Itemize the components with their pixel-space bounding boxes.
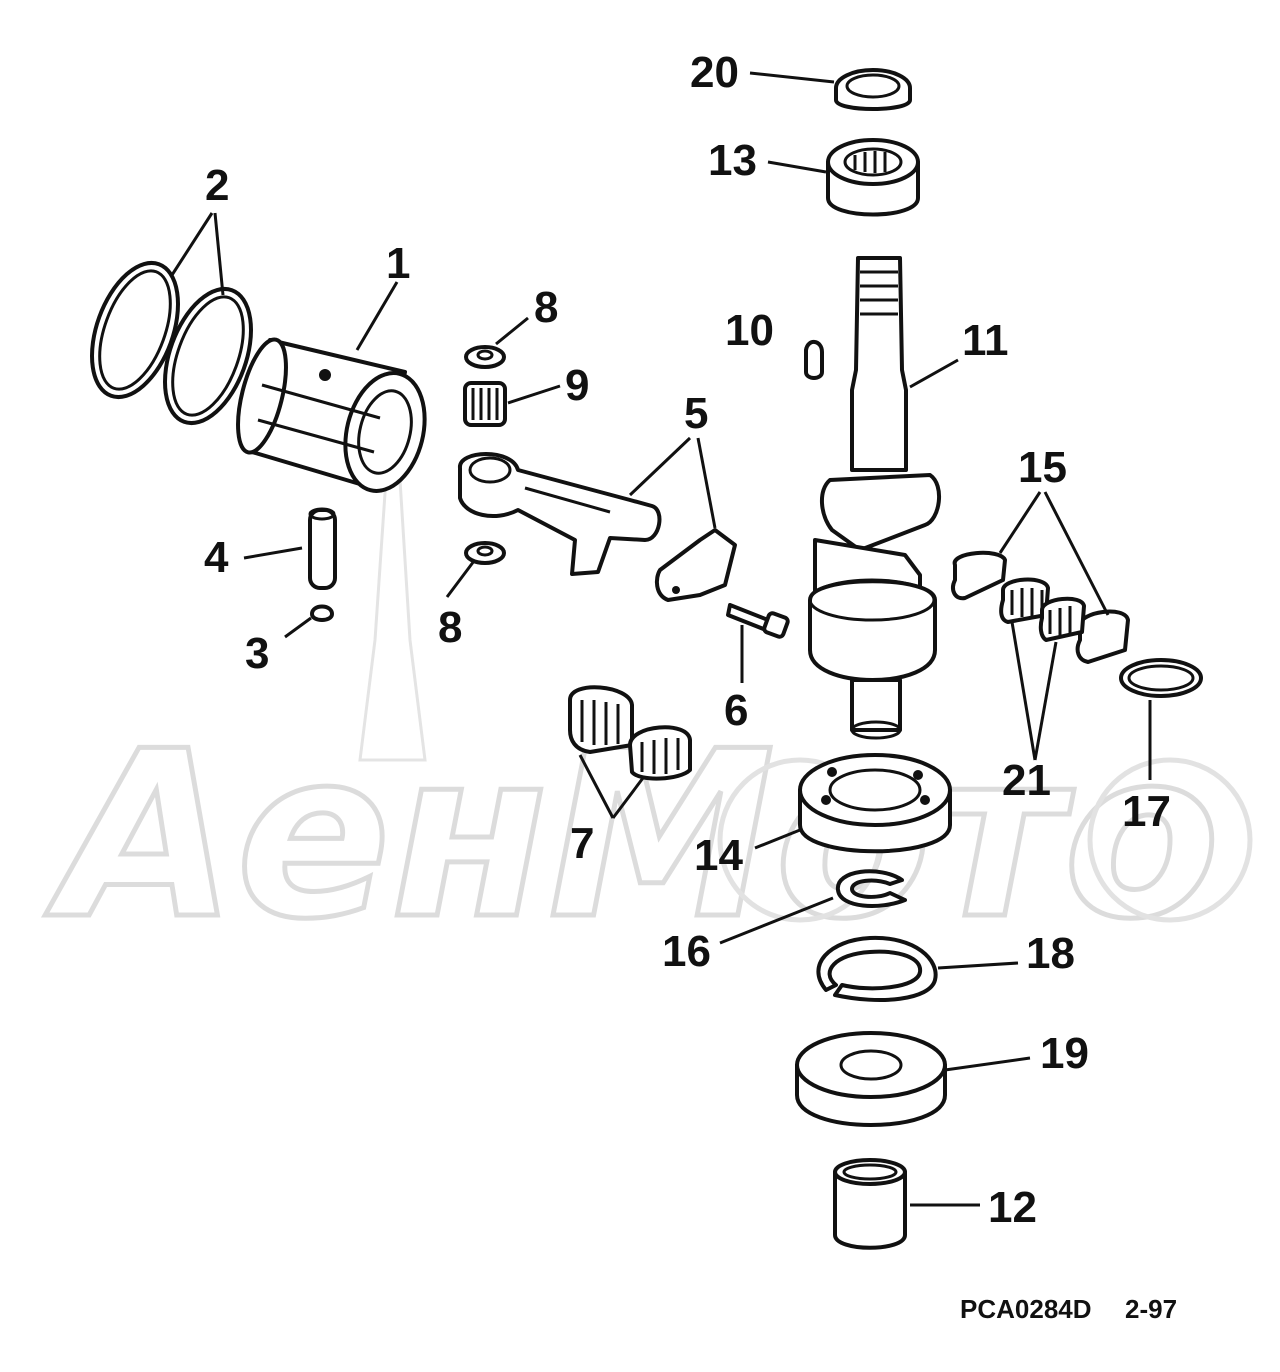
upper-roller-bearing bbox=[826, 138, 920, 217]
callout-8-lower: 8 bbox=[438, 603, 462, 652]
retaining-ring-main bbox=[1119, 658, 1203, 698]
watermark-wheel-right bbox=[1087, 757, 1253, 923]
callout-2: 2 bbox=[205, 161, 229, 210]
callout-4: 4 bbox=[204, 533, 229, 582]
callout-6: 6 bbox=[724, 686, 748, 735]
callout-18: 18 bbox=[1026, 929, 1075, 978]
callout-16: 16 bbox=[662, 927, 711, 976]
crankshaft bbox=[808, 256, 942, 740]
callout-9: 9 bbox=[565, 361, 589, 410]
callout-8-upper: 8 bbox=[534, 283, 558, 332]
callout-11: 11 bbox=[962, 316, 1009, 365]
callout-21: 21 bbox=[1002, 756, 1051, 805]
main-bearing-cage bbox=[951, 550, 1130, 664]
wrist-pin-needle-bearing bbox=[463, 381, 507, 427]
callout-1: 1 bbox=[386, 239, 410, 288]
watermark: АенМото bbox=[43, 419, 1253, 973]
callout-7: 7 bbox=[570, 819, 594, 868]
woodruff-key bbox=[804, 340, 824, 380]
callout-15: 15 bbox=[1018, 443, 1067, 492]
thrust-washer bbox=[795, 1031, 947, 1127]
piston-pin bbox=[308, 507, 337, 590]
main-needle-bearing bbox=[999, 577, 1086, 642]
callout-13: 13 bbox=[708, 136, 757, 185]
piston-rings bbox=[90, 260, 253, 426]
ball-bearing bbox=[798, 753, 952, 854]
callout-19: 19 bbox=[1040, 1029, 1089, 1078]
crankshaft-seal bbox=[834, 68, 912, 111]
figure-footer: PCA0284D 2-97 bbox=[960, 1294, 1177, 1324]
callout-3: 3 bbox=[245, 629, 269, 678]
callouts: 1 2 3 4 5 6 7 8 8 9 10 11 12 13 14 15 16… bbox=[204, 48, 1171, 1232]
rod-bolt bbox=[726, 603, 790, 639]
callout-17: 17 bbox=[1122, 787, 1171, 836]
callout-5: 5 bbox=[684, 389, 708, 438]
sleeve bbox=[833, 1158, 907, 1250]
callout-12: 12 bbox=[988, 1183, 1037, 1232]
callout-20: 20 bbox=[690, 48, 739, 97]
thrust-washer-upper bbox=[464, 345, 506, 369]
figure-code: PCA0284D bbox=[960, 1294, 1092, 1324]
piston bbox=[236, 337, 427, 493]
retaining-ring bbox=[310, 604, 334, 622]
thrust-washer-lower bbox=[464, 541, 506, 565]
bearing-retaining-ring bbox=[816, 935, 938, 1002]
callout-14: 14 bbox=[694, 831, 743, 880]
connecting-rod bbox=[458, 452, 737, 602]
snap-ring bbox=[835, 869, 907, 908]
figure-date: 2-97 bbox=[1125, 1294, 1177, 1324]
rod-needle-bearing bbox=[568, 685, 692, 781]
leader-lines bbox=[170, 71, 1152, 1207]
callout-10: 10 bbox=[725, 306, 774, 355]
